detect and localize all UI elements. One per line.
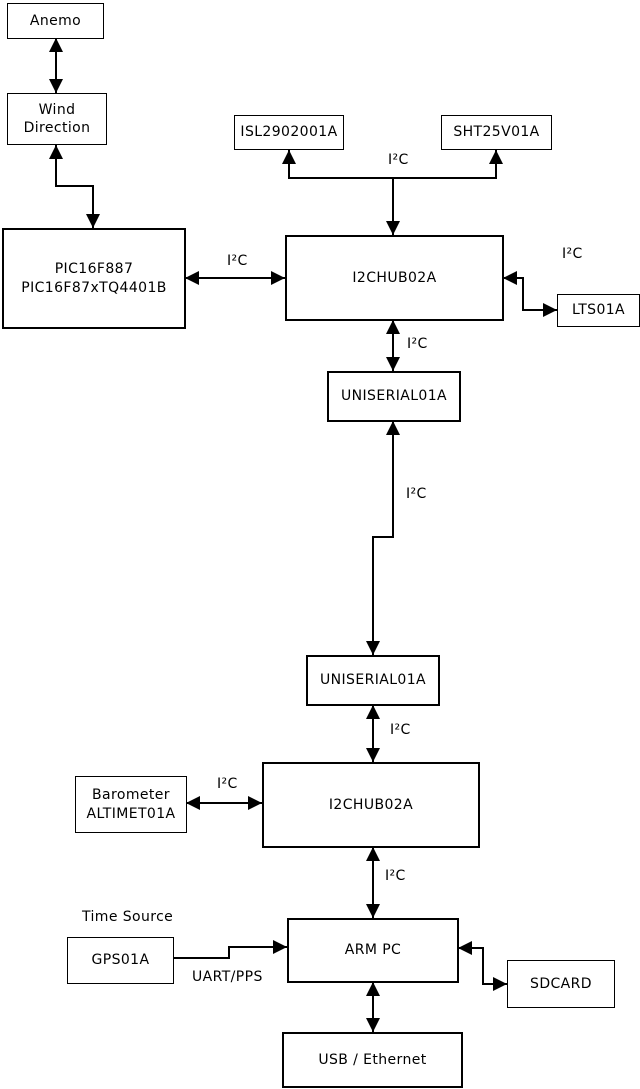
edge-label-i2c-hub1-uniserial1: I²C — [407, 336, 428, 352]
node-uniserial2-label: UNISERIAL01A — [319, 672, 426, 689]
node-gps-label: GPS01A — [91, 952, 150, 969]
node-pic-line1: PIC16F887 — [54, 261, 134, 278]
connector-wind-pic — [49, 145, 100, 228]
connector-armpc-sdcard — [458, 941, 507, 991]
node-sdcard-label: SDCARD — [530, 975, 592, 992]
node-gps: GPS01A — [67, 937, 174, 984]
node-isl: ISL2902001A — [234, 115, 344, 150]
edge-label-i2c-uniserial-link: I²C — [406, 486, 427, 502]
node-wind-direction-line2: Direction — [23, 120, 91, 136]
connector-hub1-lts — [503, 271, 557, 317]
node-arm-pc-label: ARM PC — [344, 942, 402, 959]
node-sdcard: SDCARD — [507, 960, 615, 1008]
node-isl-label: ISL2902001A — [240, 124, 338, 141]
node-wind-direction: Wind Direction — [7, 93, 107, 145]
node-barometer: Barometer ALTIMET01A — [75, 776, 187, 833]
edge-label-i2c-barometer-hub2: I²C — [217, 776, 238, 792]
node-barometer-line2: ALTIMET01A — [86, 805, 176, 822]
node-anemo-label: Anemo — [29, 12, 82, 29]
node-usb-ethernet: USB / Ethernet — [282, 1032, 463, 1088]
node-pic-line2: PIC16F87xTQ4401B — [21, 279, 167, 296]
connector-gps-armpc — [173, 940, 287, 959]
edge-label-i2c-hub1-lts: I²C — [562, 246, 583, 262]
node-sht: SHT25V01A — [441, 115, 552, 150]
node-uniserial1-label: UNISERIAL01A — [340, 388, 447, 405]
edge-label-i2c-pic-hub1: I²C — [227, 253, 248, 269]
node-wind-direction-line1: Wind — [38, 101, 76, 118]
node-hub1: I2CHUB02A — [285, 235, 504, 321]
node-lts: LTS01A — [557, 294, 640, 327]
connector-uniserial1-uniserial2 — [366, 421, 400, 655]
node-hub2: I2CHUB02A — [262, 762, 480, 848]
edge-label-time-source: Time Source — [82, 909, 174, 925]
node-uniserial1: UNISERIAL01A — [327, 371, 461, 422]
edge-label-i2c-hub2-armpc: I²C — [385, 868, 406, 884]
node-hub1-label: I2CHUB02A — [352, 269, 437, 286]
node-hub2-label: I2CHUB02A — [328, 796, 414, 813]
edge-label-uart-pps: UART/PPS — [192, 969, 263, 985]
node-sht-label: SHT25V01A — [453, 124, 540, 141]
node-barometer-line1: Barometer — [92, 787, 170, 804]
edge-label-i2c-sensor-bus: I²C — [388, 152, 409, 168]
node-arm-pc: ARM PC — [287, 918, 459, 983]
node-lts-label: LTS01A — [571, 302, 626, 319]
node-anemo: Anemo — [7, 3, 104, 39]
edge-label-i2c-uniserial2-hub2: I²C — [390, 722, 411, 738]
node-usb-ethernet-label: USB / Ethernet — [318, 1051, 427, 1068]
node-uniserial2: UNISERIAL01A — [306, 655, 440, 706]
node-pic: PIC16F887 PIC16F87xTQ4401B — [2, 228, 186, 329]
